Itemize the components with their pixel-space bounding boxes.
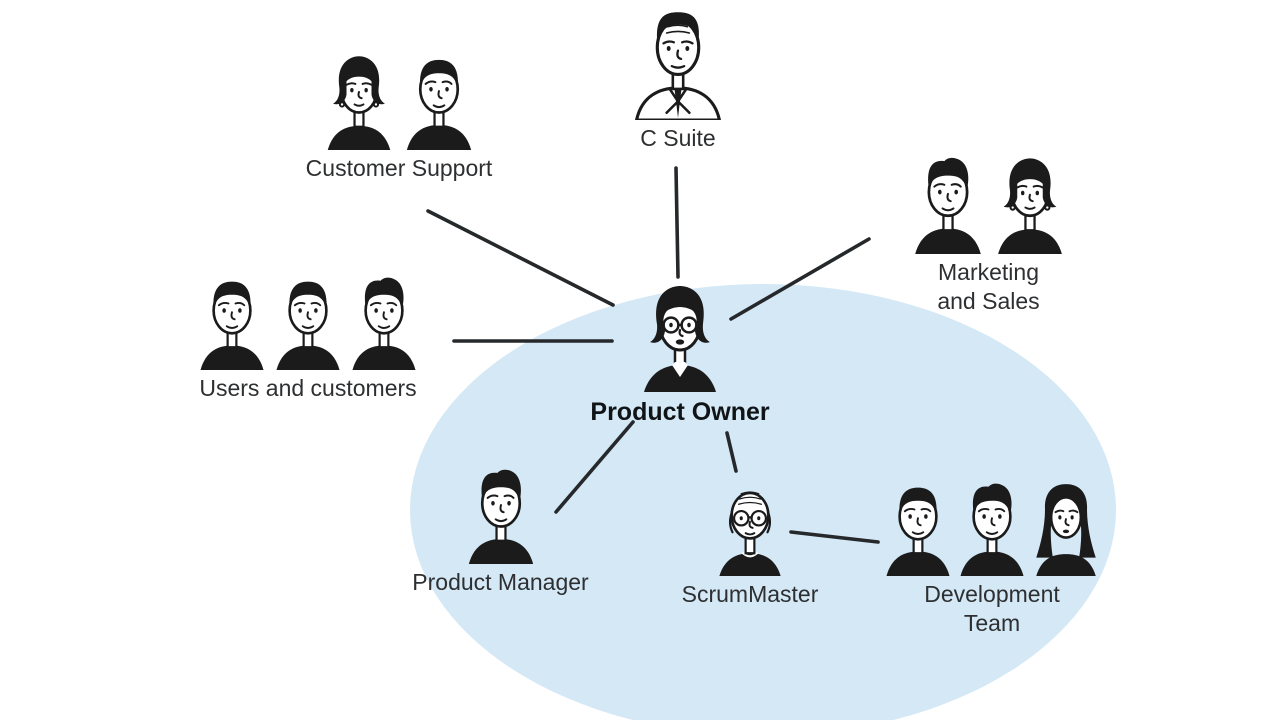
development-team-label-line2: Team (963, 610, 1021, 637)
woman-icon (326, 54, 392, 150)
node-scrummaster: ScrumMaster (652, 478, 848, 609)
man-icon (275, 280, 341, 370)
node-users-customers: Users and customers (158, 272, 458, 403)
node-product-owner: Product Owner (590, 280, 770, 428)
c-suite-label: C Suite (640, 124, 715, 153)
scrummaster-label-text: ScrumMaster (681, 581, 819, 607)
man-icon (351, 276, 417, 370)
customer-support-label: Customer Support (306, 154, 493, 183)
users-customers-label-text: Users and customers (199, 375, 417, 401)
edge-scrummaster-development-team (789, 530, 880, 544)
marketing-sales-illustration (904, 152, 1074, 254)
marketing-sales-label-line2: and Sales (937, 288, 1040, 315)
man-icon (959, 482, 1025, 576)
woman-long-hair-icon (1034, 482, 1098, 576)
man-icon (885, 486, 951, 576)
businessman-icon (635, 10, 721, 120)
product-owner-label: Product Owner (590, 396, 769, 428)
product-owner-label-text: Product Owner (590, 398, 770, 426)
man-icon (405, 58, 473, 150)
edge-product-owner-scrummaster (725, 431, 738, 473)
woman-glasses-icon (642, 284, 718, 392)
edge-product-owner-product-manager (554, 420, 635, 514)
man-icon (467, 468, 534, 564)
node-product-manager: Product Manager (388, 464, 613, 597)
edge-product-owner-marketing-sales (729, 237, 871, 321)
node-c-suite: C Suite (600, 4, 756, 153)
development-team-label-line1: Development (924, 581, 1060, 607)
node-marketing-sales: Marketing and Sales (886, 152, 1091, 317)
product-owner-illustration (632, 280, 728, 392)
users-customers-label: Users and customers (199, 374, 416, 403)
man-icon (199, 280, 265, 370)
customer-support-illustration (316, 50, 482, 150)
customer-support-label-text: Customer Support (305, 155, 493, 181)
scrummaster-illustration (708, 478, 792, 576)
marketing-sales-label: Marketing and Sales (937, 258, 1039, 317)
c-suite-illustration (628, 4, 728, 120)
node-customer-support: Customer Support (274, 50, 524, 183)
edge-product-owner-customer-support (426, 209, 615, 307)
edge-product-owner-c-suite (674, 166, 680, 279)
node-development-team: Development Team (872, 478, 1112, 639)
product-manager-illustration (458, 464, 544, 564)
woman-icon (996, 157, 1063, 254)
development-team-illustration (876, 478, 1108, 576)
marketing-sales-label-line1: Marketing (938, 259, 1039, 285)
scrummaster-label: ScrumMaster (682, 580, 819, 609)
c-suite-label-text: C Suite (640, 125, 716, 151)
product-manager-label: Product Manager (412, 568, 588, 597)
man-icon (913, 156, 982, 254)
bald-man-glasses-icon (718, 490, 782, 576)
development-team-label: Development Team (924, 580, 1060, 639)
product-manager-label-text: Product Manager (412, 569, 589, 595)
users-customers-illustration (190, 272, 426, 370)
